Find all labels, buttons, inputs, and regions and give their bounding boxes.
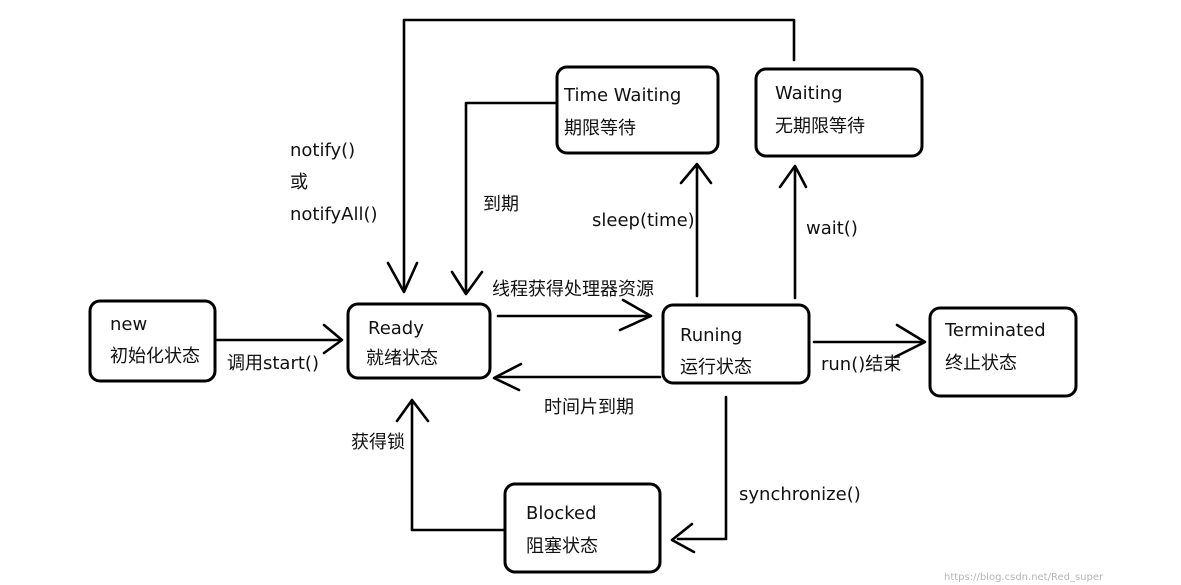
state-new: new 初始化状态: [88, 299, 217, 383]
arrow-new-to-ready: [215, 323, 344, 355]
arrow-running-to-time-waiting: [679, 162, 713, 298]
state-blocked-subtitle: 阻塞状态: [526, 536, 598, 557]
label-run-end: run()结束: [821, 354, 901, 375]
label-notify-all: notifyAll(): [290, 204, 378, 225]
arrow-running-to-ready: [492, 362, 662, 392]
state-ready-subtitle: 就绪状态: [366, 348, 438, 369]
state-time-waiting-title: Time Waiting: [563, 85, 681, 106]
state-ready-title: Ready: [368, 318, 424, 339]
label-expire: 到期: [483, 194, 519, 215]
state-new-subtitle: 初始化状态: [110, 346, 200, 367]
state-time-waiting-subtitle: 期限等待: [564, 118, 636, 139]
label-start: 调用start(): [227, 353, 319, 374]
state-waiting-subtitle: 无期限等待: [775, 116, 865, 137]
watermark: https://blog.csdn.net/Red_super: [944, 572, 1104, 583]
state-terminated-subtitle: 终止状态: [945, 353, 1017, 374]
arrow-blocked-to-ready: [395, 398, 506, 532]
state-terminated-title: Terminated: [944, 320, 1046, 341]
label-notify-or: 或: [290, 172, 308, 193]
state-ready: Ready 就绪状态: [346, 302, 492, 380]
label-synchronize: synchronize(): [739, 484, 861, 505]
arrow-time-waiting-to-ready: [450, 101, 558, 296]
arrow-running-to-waiting: [778, 164, 808, 300]
label-get-lock: 获得锁: [351, 432, 405, 453]
arrow-running-to-blocked: [670, 395, 728, 554]
state-running: Runing 运行状态: [661, 303, 811, 385]
state-blocked-title: Blocked: [526, 503, 597, 524]
arrow-ready-to-running: [496, 298, 653, 332]
state-waiting-title: Waiting: [775, 83, 843, 104]
label-get-cpu: 线程获得处理器资源: [492, 279, 654, 300]
label-sleep: sleep(time): [592, 210, 695, 231]
state-running-title: Runing: [680, 325, 742, 346]
state-blocked: Blocked 阻塞状态: [503, 482, 662, 574]
state-new-title: new: [110, 314, 147, 335]
state-time-waiting: Time Waiting 期限等待: [555, 65, 720, 155]
state-waiting: Waiting 无期限等待: [754, 67, 924, 158]
arrow-running-to-terminated: [812, 323, 927, 359]
label-notify: notify(): [290, 140, 355, 161]
state-running-subtitle: 运行状态: [680, 357, 752, 378]
label-time-slice: 时间片到期: [544, 397, 634, 418]
label-wait: wait(): [806, 218, 858, 239]
state-terminated: Terminated 终止状态: [928, 306, 1078, 398]
arrow-waiting-to-ready: [386, 18, 796, 294]
